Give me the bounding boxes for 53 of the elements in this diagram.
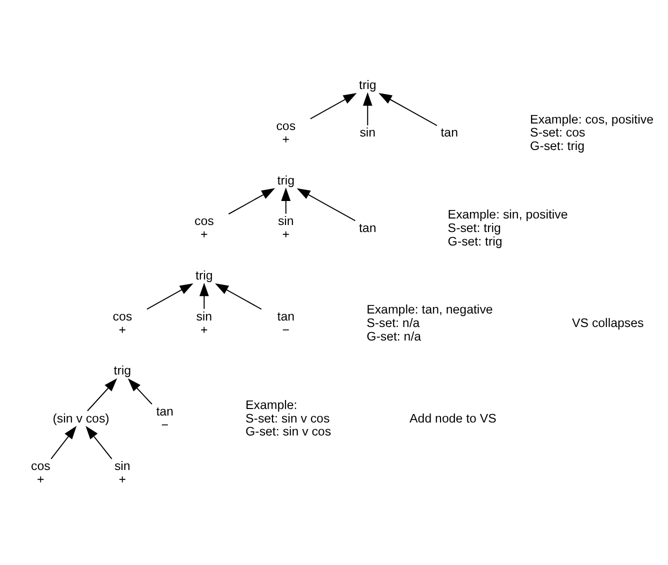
- arrow: [296, 188, 356, 221]
- label: VS collapses: [572, 316, 644, 330]
- node-label: +: [282, 227, 290, 242]
- node-label: +: [37, 472, 44, 486]
- node-text: tan: [156, 404, 174, 418]
- node-text: tan: [359, 220, 376, 234]
- node-text: tan: [440, 125, 458, 140]
- label: S-set: sin v cos: [246, 410, 330, 425]
- node-text: cos: [194, 214, 214, 228]
- label: Add node to VS: [410, 410, 496, 425]
- label: S-set: cos: [530, 125, 586, 140]
- label: G-set: n/a: [366, 329, 422, 344]
- label: S-set: n/a: [366, 316, 420, 330]
- arrow: [87, 378, 118, 411]
- node-label: +: [200, 227, 208, 242]
- label: Example:: [246, 397, 298, 412]
- node-label: −: [161, 417, 168, 432]
- node-text: trig: [196, 268, 213, 282]
- node-label: −: [282, 322, 290, 336]
- arrow: [146, 282, 194, 310]
- node-label: +: [118, 472, 126, 486]
- node-text: sin: [114, 458, 130, 472]
- arrow: [128, 378, 152, 404]
- node-label: +: [118, 322, 126, 336]
- label: G-set: trig: [530, 138, 585, 153]
- label: Example: sin, positive: [448, 206, 568, 221]
- node-text: trig: [359, 78, 376, 92]
- node-text: cos: [31, 458, 50, 472]
- node-text: sin: [360, 125, 376, 140]
- arrow: [362, 92, 372, 125]
- arrow: [281, 187, 291, 214]
- arrow: [214, 282, 262, 310]
- node-text: tan: [277, 308, 295, 323]
- arrow: [199, 282, 209, 308]
- node-label: +: [282, 132, 290, 146]
- node-text: sin: [278, 214, 294, 228]
- label: G-set: sin v cos: [246, 424, 332, 438]
- arrow: [378, 92, 438, 126]
- node-text: sin: [196, 308, 212, 323]
- node-text: cos: [112, 308, 132, 323]
- arrow: [310, 92, 357, 119]
- node-text: (sin v cos): [52, 410, 110, 425]
- label: G-set: trig: [448, 234, 502, 248]
- node-text: trig: [114, 363, 132, 378]
- arrow: [50, 425, 77, 459]
- node-text: cos: [276, 118, 296, 132]
- label: Example: cos, positive: [530, 112, 654, 126]
- node-text: trig: [277, 172, 295, 187]
- arrow: [228, 188, 276, 214]
- arrow: [86, 425, 112, 459]
- label: Example: tan, negative: [366, 302, 493, 316]
- node-label: +: [200, 322, 208, 336]
- label: S-set: trig: [448, 220, 501, 234]
